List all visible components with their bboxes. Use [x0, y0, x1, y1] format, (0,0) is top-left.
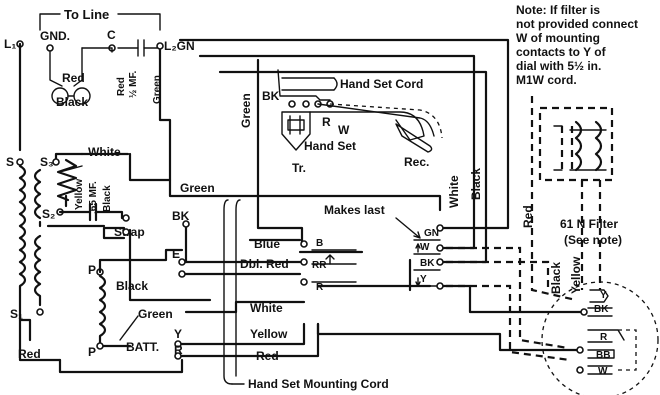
rec-label: Rec.	[404, 155, 429, 169]
filter-61n: 61 N Filter (See note) Red Black Yellow	[446, 96, 622, 362]
note-line-5: dial with 5½ in.	[516, 59, 601, 73]
ringer-red-label: Red	[62, 71, 85, 85]
note-line-4: contacts to Y of	[516, 45, 607, 59]
yellow-h-label: Yellow	[250, 327, 288, 341]
l2-gn-label: L₂GN	[164, 39, 195, 53]
filter-label: 61 N Filter	[560, 217, 618, 231]
dial-w-label: W	[598, 366, 608, 377]
half-mf-label: ½ MF.	[128, 71, 139, 98]
w-sw-label: W	[420, 242, 430, 253]
gnd-label: GND.	[40, 29, 70, 43]
l2-terminal	[156, 42, 164, 50]
y-term-label: Y	[174, 327, 182, 341]
s-label: S	[6, 155, 14, 169]
red-bottom-label: Red	[18, 347, 41, 361]
yellow-v-label: Yellow	[74, 179, 85, 210]
receiver-icon	[395, 123, 433, 153]
s1-label: S₁	[10, 307, 23, 321]
r-handset-label: R	[322, 115, 331, 129]
hand-set-cord-label: Hand Set Cord	[340, 77, 423, 91]
s3-label: S₃	[40, 155, 54, 169]
gnd-terminal	[46, 44, 54, 52]
bk-handset-label: BK	[262, 89, 280, 103]
rr-term-label: RR	[312, 260, 327, 271]
white-vert-label: White	[447, 175, 461, 208]
ringer-black-label: Black	[56, 95, 88, 109]
hand-set-label: Hand Set	[304, 139, 356, 153]
note-block: Note: If filter is not provided connect …	[516, 3, 638, 87]
p-bot-label: P	[88, 345, 96, 359]
red-cap-label: Red	[116, 77, 127, 96]
note-line-1: Note: If filter is	[516, 3, 600, 17]
black-mid-label: Black	[116, 279, 148, 293]
black-vert-label: Black	[469, 168, 483, 200]
green-horiz-label: Green	[180, 181, 215, 195]
dbl-red-label: Dbl. Red	[240, 257, 289, 271]
red-f-label: Red	[521, 205, 535, 228]
hookswitch-right: Makes last GN W BK Y	[324, 42, 510, 292]
gn-sw-label: GN	[424, 228, 439, 239]
mf65-label: .65 MF.	[88, 181, 99, 214]
w-handset-label: W	[338, 123, 350, 137]
note-line-2: not provided connect	[516, 17, 638, 31]
line-section: To Line L₁ GND. C L₂GN Red ½ MF. Green R…	[4, 7, 195, 109]
bk-left-label: BK	[172, 209, 190, 223]
makes-last-label: Makes last	[324, 203, 385, 217]
black-f-label: Black	[549, 262, 563, 294]
note-line-3: W of mounting	[516, 31, 600, 45]
dial-bb-label: BB	[596, 350, 610, 361]
dial: Y BK R BB W	[541, 281, 659, 395]
y-sw-label: Y	[420, 274, 427, 285]
battery-section: P Black Green P BATT. Y R E	[88, 247, 186, 360]
b-term-label: B	[316, 238, 323, 249]
e-label: E	[172, 247, 180, 261]
r-sw-label: R	[316, 282, 324, 293]
yellow-f-label: Yellow	[569, 256, 583, 294]
dial-wires	[128, 228, 582, 352]
mounting-cord-label: Hand Set Mounting Cord	[248, 377, 389, 391]
induction-coil: S S₃ White Yellow .65 MF. Black S₂ Strap…	[6, 42, 145, 342]
green-mid-label: Green	[138, 307, 173, 321]
hookswitch-left: B RR R	[300, 238, 357, 293]
dial-outline	[541, 281, 659, 395]
main-wires: Red Green BK Green Blue Dbl. Red White Y…	[18, 38, 510, 391]
blue-label: Blue	[254, 237, 280, 251]
bk-sw-label: BK	[420, 258, 435, 269]
red-h-label: Red	[256, 349, 279, 363]
r-term-label: R	[174, 343, 183, 357]
s2-label: S₂	[42, 207, 55, 221]
green-cap-label: Green	[152, 75, 163, 104]
note-line-6: M1W cord.	[516, 73, 577, 87]
to-line-label: To Line	[64, 7, 109, 22]
hand-set: Hand Set Cord BK R W Hand Set Tr. Rec. W…	[262, 69, 483, 208]
transmitter-icon	[281, 111, 311, 151]
batt-label: BATT.	[126, 340, 159, 354]
white-h-label: White	[250, 301, 283, 315]
black-v-label: Black	[102, 185, 113, 212]
white-top-label: White	[88, 145, 121, 159]
see-note-label: (See note)	[564, 233, 622, 247]
dial-r-label: R	[600, 332, 608, 343]
p-top-label: P	[88, 263, 96, 277]
dial-bk-label: BK	[594, 304, 609, 315]
green-vert-label: Green	[239, 93, 253, 128]
c-label: C	[107, 28, 116, 42]
tr-label: Tr.	[292, 161, 306, 175]
dial-y-label: Y	[600, 290, 607, 301]
l1-label: L₁	[4, 37, 16, 51]
